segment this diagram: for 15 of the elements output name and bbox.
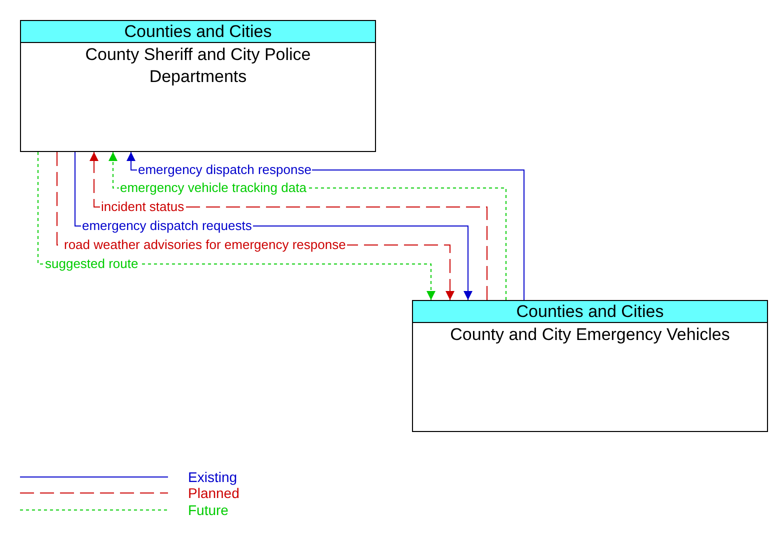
- edge-label: emergency dispatch response: [137, 162, 312, 177]
- edge-label: emergency vehicle tracking data: [119, 180, 308, 195]
- node-label: County and City Emergency Vehicles: [449, 324, 731, 346]
- node-header: Counties and Cities: [413, 301, 767, 323]
- system-box: [412, 300, 768, 432]
- node-label: County Sheriff and City Police Departments: [84, 44, 312, 88]
- edge-label: incident status: [100, 199, 186, 214]
- edge-label: suggested route: [44, 256, 140, 271]
- node-header: Counties and Cities: [21, 21, 375, 43]
- legend-label: Future: [188, 502, 228, 518]
- legend-label: Planned: [188, 485, 240, 501]
- legend-label: Existing: [188, 469, 238, 485]
- system-box: [20, 20, 376, 152]
- edge-label: road weather advisories for emergency response: [63, 237, 347, 252]
- edge-label: emergency dispatch requests: [81, 218, 253, 233]
